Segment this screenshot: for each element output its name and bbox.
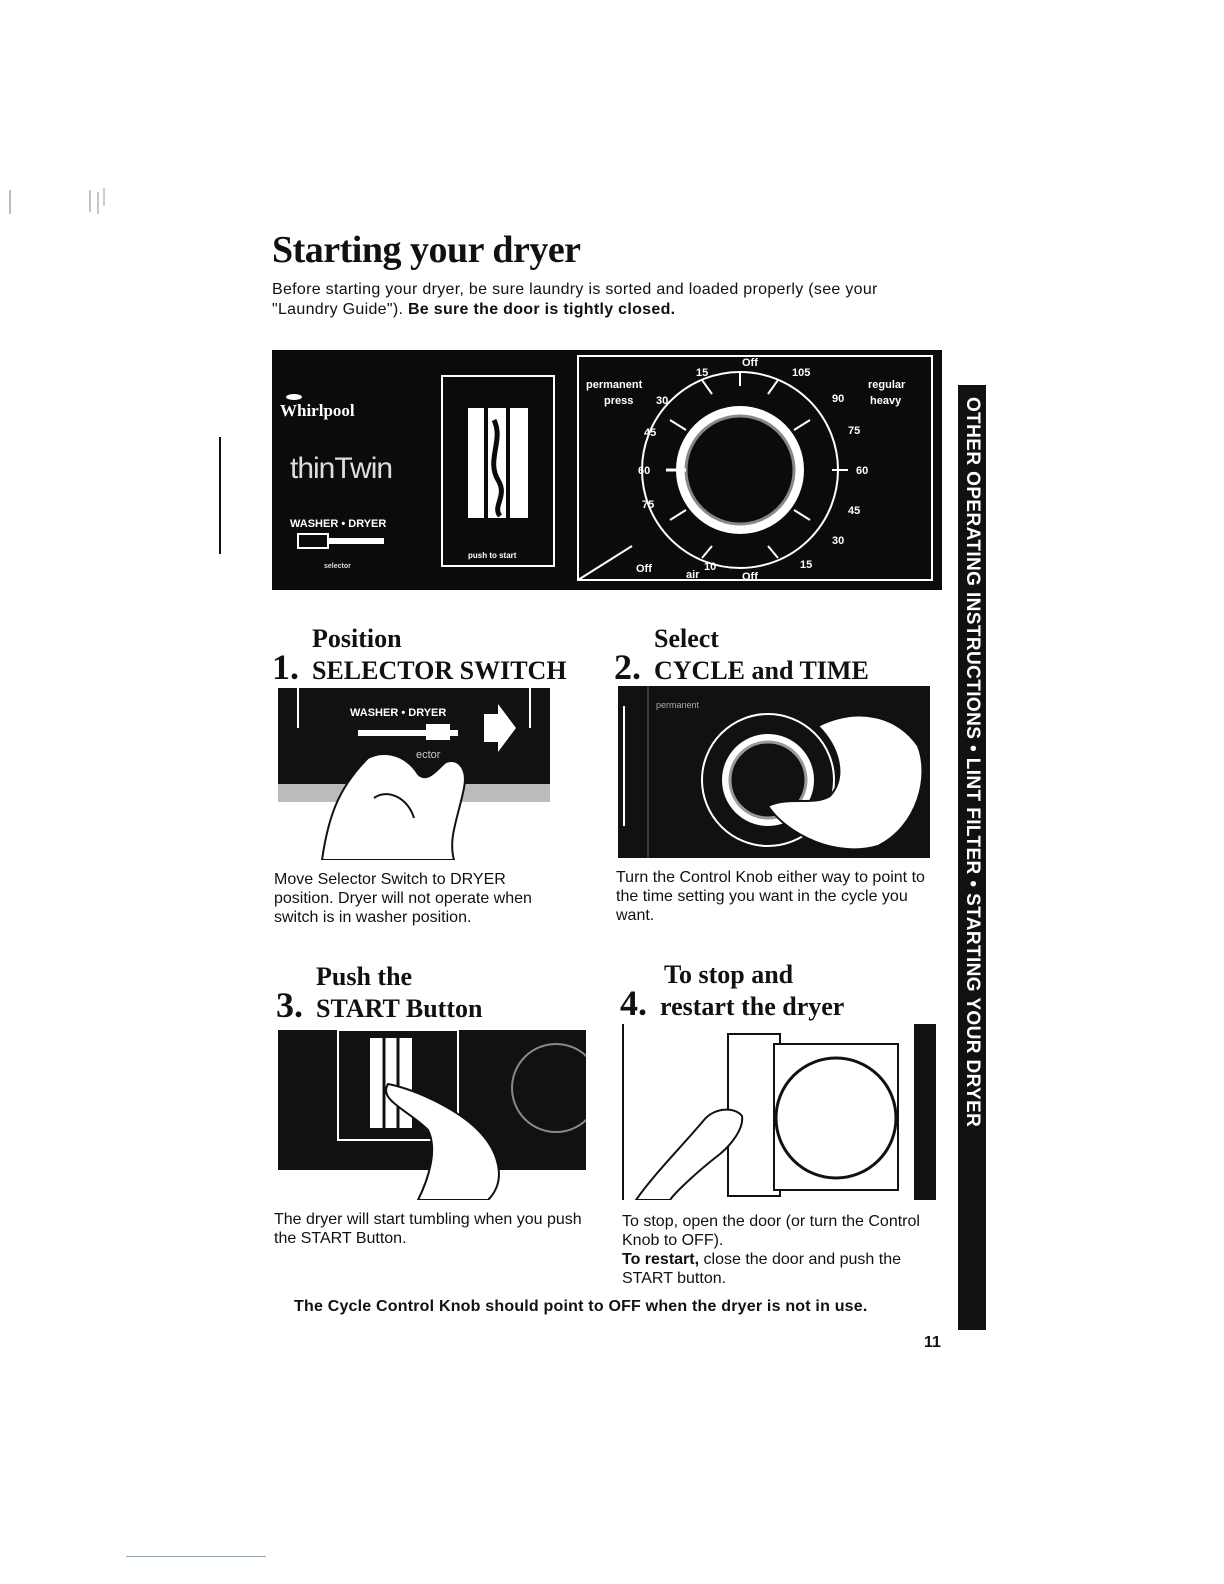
dial-tick-90: 90: [832, 393, 844, 405]
dial-tick-75: 75: [642, 499, 654, 511]
step-1-illustration: WASHER • DRYER ector: [278, 688, 550, 860]
start-button: [370, 1038, 412, 1128]
step-4-restart: To restart, close the door and push the …: [622, 1250, 942, 1288]
dial-tick-10: 10: [704, 561, 716, 573]
step-4-stop-text: To stop, open the door (or turn the Cont…: [622, 1213, 920, 1249]
step-4-line1: To stop and: [664, 960, 794, 989]
step-1-number: 1.: [272, 647, 299, 687]
control-knob: [728, 740, 808, 820]
dial-tick-75-right: 75: [848, 425, 860, 437]
model-logo: thinTwin: [290, 452, 392, 485]
step-3-number: 3.: [276, 985, 303, 1025]
step-2-line2: CYCLE and TIME: [654, 656, 869, 685]
hand-icon: [385, 1082, 500, 1200]
control-knob: [684, 414, 796, 526]
dial-label-regular: regular: [868, 379, 906, 391]
intro-text: Before starting your dryer, be sure laun…: [272, 281, 878, 318]
control-panel-svg: Whirlpool thinTwin WASHER • DRYER select…: [280, 355, 933, 583]
bottom-scan-line: [126, 1556, 266, 1557]
step-4-heading: To stop and 4. restart the dryer: [620, 960, 845, 1023]
step-2-line1: Select: [654, 624, 719, 653]
hand-icon: [766, 714, 924, 851]
step-4-line2: restart the dryer: [660, 992, 845, 1021]
dial-tick-105: 105: [792, 367, 810, 379]
hand-icon: [634, 1108, 744, 1200]
control-knob-illustration: permanent: [618, 686, 930, 858]
dial-tick-30-right: 30: [832, 535, 844, 547]
start-button-illustration: [278, 1030, 586, 1200]
selector-label: selector: [324, 563, 351, 570]
dial-tick-air: air: [686, 569, 700, 581]
step-1-illus-label: WASHER • DRYER: [350, 707, 446, 719]
margin-rule: [219, 437, 221, 554]
step-4-text: To stop, open the door (or turn the Cont…: [622, 1212, 942, 1288]
page-number: 11: [924, 1334, 941, 1351]
step-2-heading: Select 2. CYCLE and TIME: [614, 624, 869, 687]
intro-bold: Be sure the door is tightly closed.: [407, 301, 676, 318]
section-sidebar-tab: OTHER OPERATING INSTRUCTIONS • LINT FILT…: [958, 385, 986, 1330]
dial-tick-60-right: 60: [856, 465, 868, 477]
dial-frame: [577, 355, 933, 581]
drum-opening: [774, 1056, 898, 1180]
step-1-line2: SELECTOR SWITCH: [312, 656, 567, 685]
dial-tick-off-bottom: Off: [742, 571, 758, 583]
step-3-heading: Push the 3. START Button: [276, 962, 483, 1025]
washer-dryer-label: WASHER • DRYER: [290, 518, 386, 530]
selector-switch-knob: [297, 533, 329, 549]
dial-tick-15-bottom: 15: [800, 559, 812, 571]
step-3-line1: Push the: [316, 962, 413, 991]
dial-tick-off-left: Off: [636, 563, 652, 575]
control-panel-illustration: Whirlpool thinTwin WASHER • DRYER select…: [272, 350, 942, 590]
intro-paragraph: Before starting your dryer, be sure laun…: [272, 280, 912, 320]
step-4-restart-bold: To restart,: [622, 1251, 700, 1268]
dial-tick-off-top: Off: [742, 357, 758, 369]
step-3-illustration: [278, 1030, 586, 1200]
scan-marks: [9, 188, 105, 214]
dial-tick-45-right: 45: [848, 505, 860, 517]
step-3-line2: START Button: [316, 994, 483, 1023]
step-1-heading: Position 1. SELECTOR SWITCH: [272, 624, 567, 687]
dial-label-permanent: permanent: [586, 379, 643, 391]
footer-note: The Cycle Control Knob should point to O…: [294, 1298, 868, 1315]
dial-tick-30: 30: [656, 395, 668, 407]
step-1-text: Move Selector Switch to DRYER position. …: [274, 871, 532, 926]
brand-name: Whirlpool: [280, 401, 355, 420]
push-to-start-label: push to start: [468, 551, 517, 560]
step-4-illustration: [622, 1024, 936, 1200]
step-2-text: Turn the Control Knob either way to poin…: [616, 869, 925, 924]
brand-logo-mark: [286, 394, 302, 400]
hand-icon: [320, 753, 466, 860]
step-4-number: 4.: [620, 983, 647, 1023]
dial-tick-60: 60: [638, 465, 650, 477]
selector-switch-track: [298, 538, 384, 544]
dial-label-press: press: [604, 395, 633, 407]
dial-tick-15: 15: [696, 367, 708, 379]
selector-switch-illustration: WASHER • DRYER ector: [278, 688, 550, 860]
step-4-restart-text: close the door and push the START button…: [622, 1251, 901, 1287]
sidebar-label: OTHER OPERATING INSTRUCTIONS • LINT FILT…: [962, 397, 983, 1128]
step-2-illus-label: permanent: [656, 700, 700, 710]
open-door-illustration: [624, 1024, 936, 1200]
step-3-text: The dryer will start tumbling when you p…: [274, 1211, 582, 1247]
step-1-line1: Position: [312, 624, 402, 653]
dial-label-heavy: heavy: [870, 395, 902, 407]
step-2-illustration: permanent: [618, 686, 930, 858]
start-button-frame: [441, 375, 555, 567]
arrow-right-icon: [484, 704, 516, 752]
page-title: Starting your dryer: [272, 229, 581, 271]
step-1-illus-sub: ector: [416, 749, 441, 761]
step-2-number: 2.: [614, 647, 641, 687]
dial-tick-45: 45: [644, 427, 656, 439]
